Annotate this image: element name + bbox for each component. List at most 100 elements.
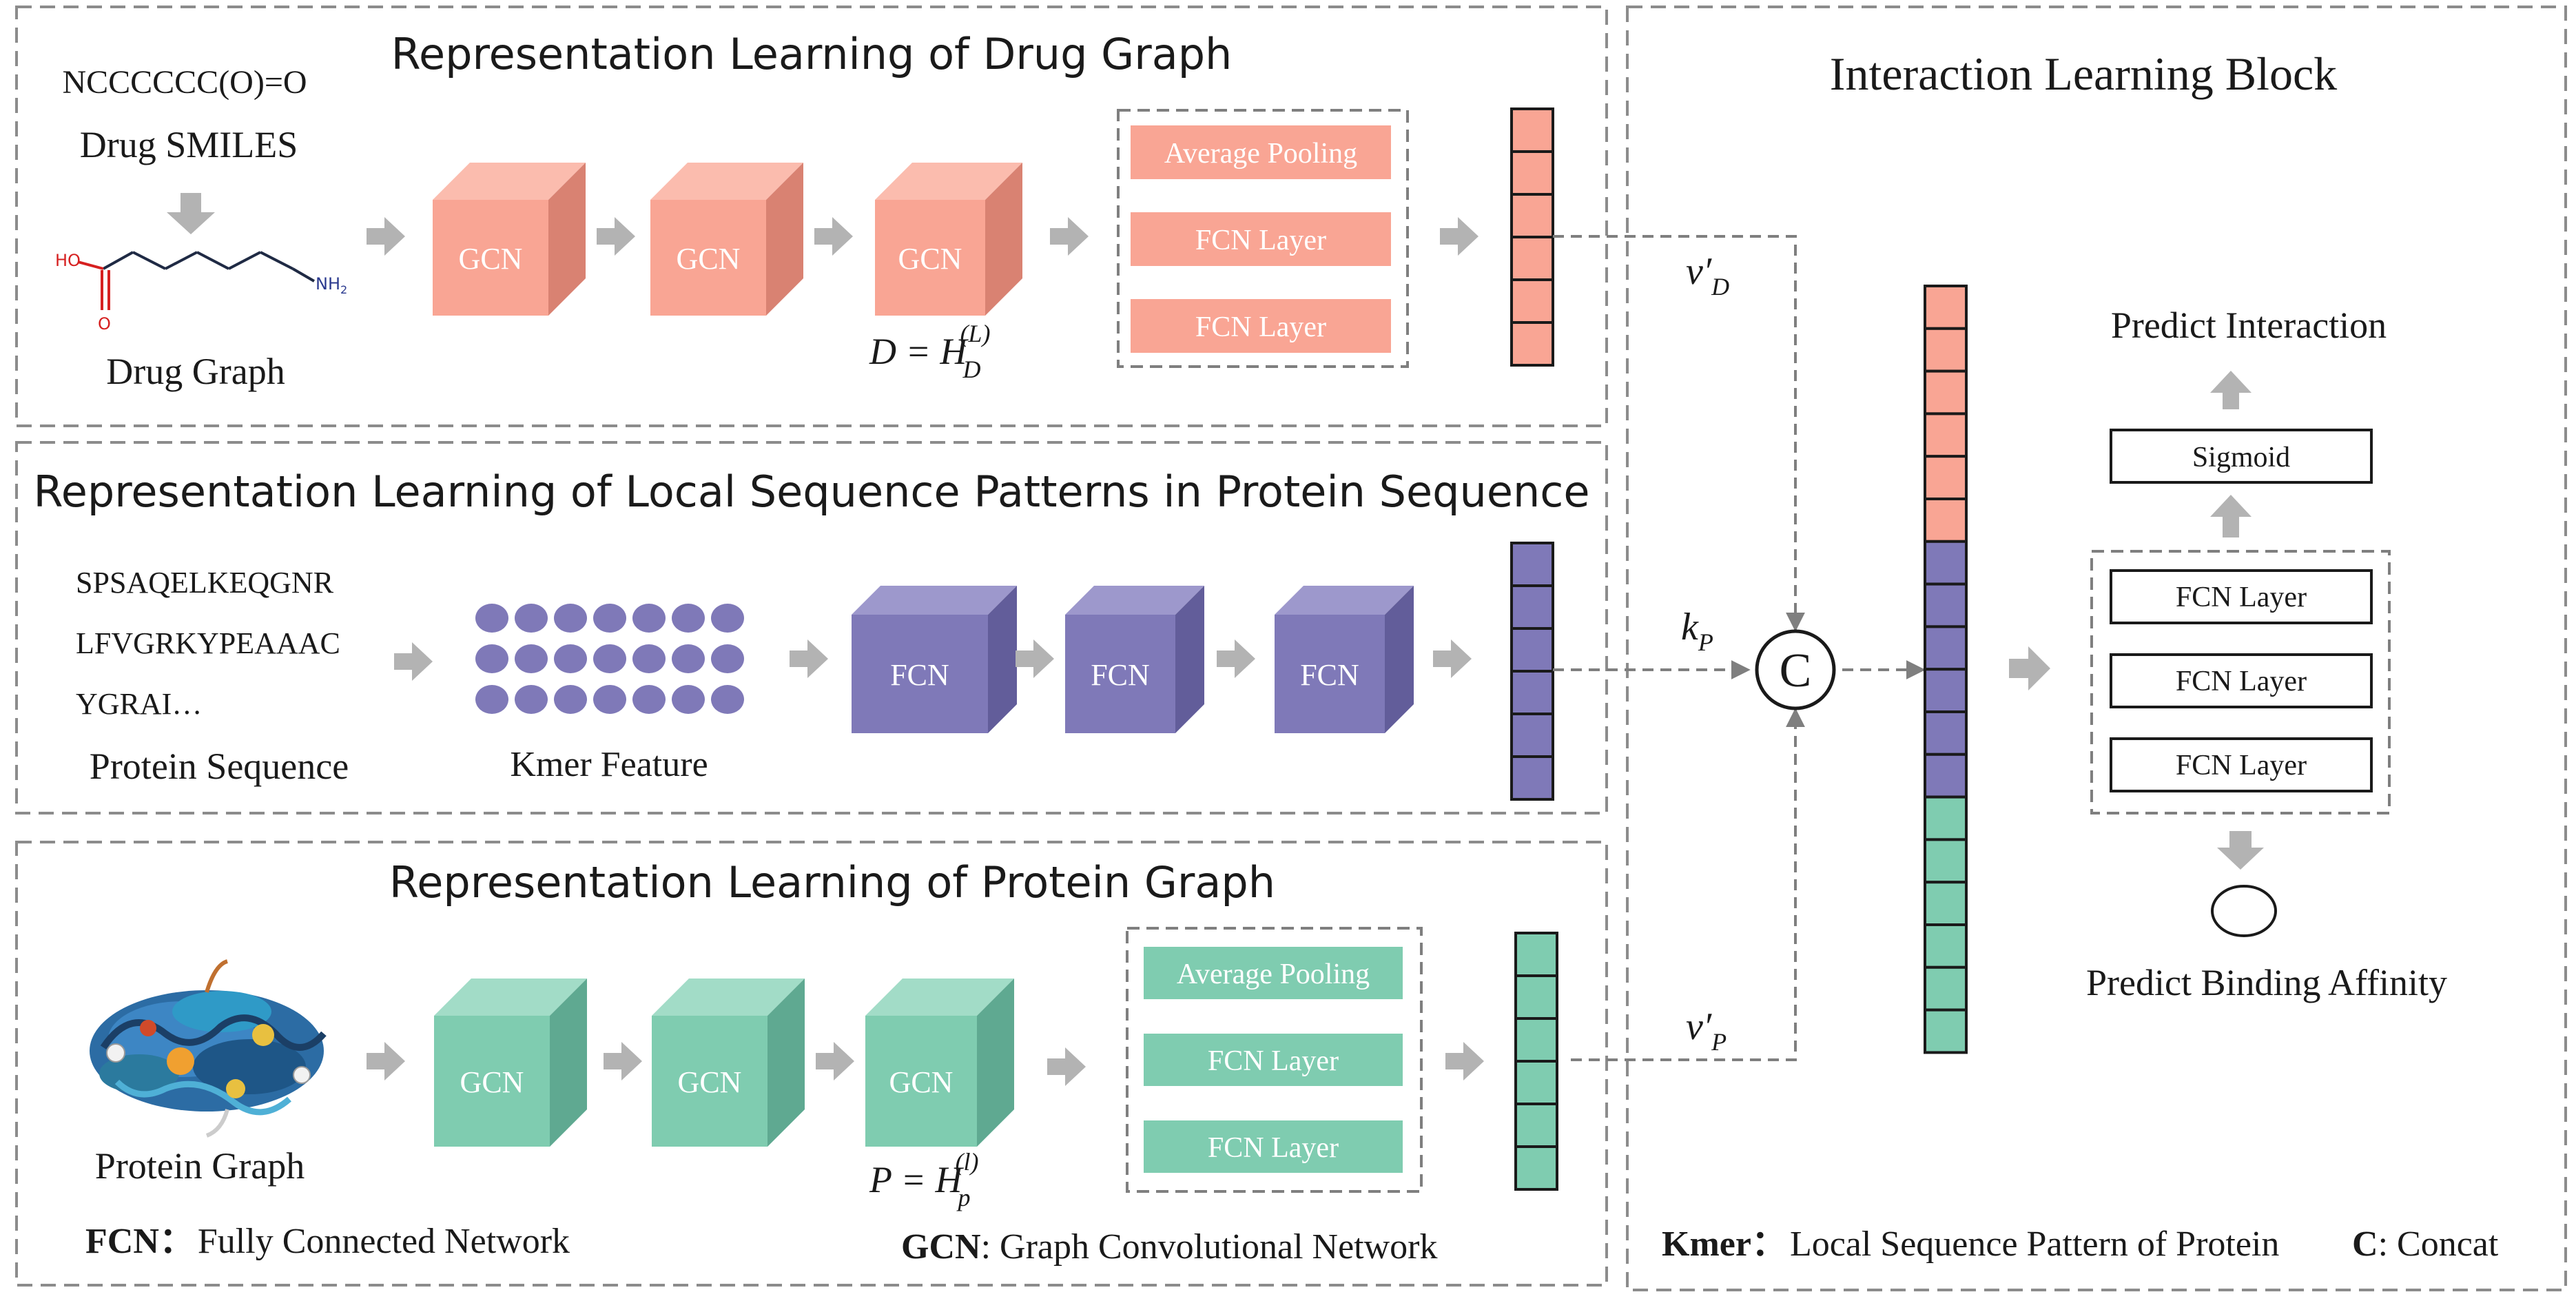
sigmoid-label: Sigmoid xyxy=(2192,442,2290,473)
layer-label: FCN Layer xyxy=(1195,225,1326,256)
kmer-dot xyxy=(515,604,548,633)
block-label: GCN xyxy=(898,242,962,276)
protein-panel-title: Representation Learning of Protein Graph xyxy=(389,857,1275,908)
vector-cell xyxy=(1924,838,1968,884)
layer-label: FCN Layer xyxy=(2176,750,2307,781)
down-arrow-icon xyxy=(167,193,215,234)
gcn-block: GCN xyxy=(433,163,586,316)
layer-label: FCN Layer xyxy=(2176,666,2307,697)
predict-interaction-label: Predict Interaction xyxy=(2111,305,2387,346)
vector-cell xyxy=(1514,1017,1558,1063)
sequence-line-2: LFVGRKYPEAAAC xyxy=(76,626,340,660)
layer-label: FCN Layer xyxy=(1195,311,1326,343)
interaction-panel-title: Interaction Learning Block xyxy=(1830,48,2337,100)
block-label: GCN xyxy=(677,242,741,276)
vector-cell xyxy=(1510,584,1554,630)
drug-feature-vector xyxy=(1510,107,1554,367)
legend-fcn: FCN：Fully Connected Network xyxy=(85,1222,570,1261)
drug-smiles-label: Drug SMILES xyxy=(80,124,298,165)
vector-cell xyxy=(1514,974,1558,1020)
vector-cell xyxy=(1924,369,1968,416)
layer-label: FCN Layer xyxy=(2176,582,2307,613)
kmer-dot xyxy=(593,685,626,714)
block-label: GCN xyxy=(889,1065,954,1099)
vector-cell xyxy=(1924,582,1968,628)
block-label: GCN xyxy=(460,1065,524,1099)
vector-cell xyxy=(1514,932,1558,977)
sequence-line-3: YGRAI… xyxy=(76,687,202,721)
average-pooling-layer xyxy=(1144,947,1403,999)
vector-cell xyxy=(1510,670,1554,715)
vector-cell xyxy=(1924,498,1968,543)
kmer-dot xyxy=(554,644,587,673)
layer-label: FCN Layer xyxy=(1208,1132,1339,1164)
right-arrow-icon xyxy=(814,217,853,256)
fcn-layer xyxy=(1131,212,1391,266)
vector-cell xyxy=(1510,321,1554,367)
vector-cell xyxy=(1924,795,1968,841)
kmer-dot xyxy=(515,644,548,673)
drug-feature-label: v′D xyxy=(1686,250,1729,300)
vector-cell xyxy=(1510,755,1554,801)
kmer-dot xyxy=(475,644,508,673)
kmer-dot xyxy=(632,644,666,673)
right-arrow-icon xyxy=(1217,639,1255,678)
protein-pooling-box xyxy=(1126,927,1423,1193)
vector-cell xyxy=(1510,278,1554,324)
right-arrow-icon xyxy=(604,1042,642,1080)
concat-operator xyxy=(1755,629,1836,710)
up-arrow-icon xyxy=(2210,371,2252,409)
kmer-dot xyxy=(672,685,705,714)
right-arrow-icon xyxy=(816,1042,854,1080)
sigmoid-layer xyxy=(2110,429,2373,484)
kmer-feature-label: Kmer Feature xyxy=(510,745,708,784)
sequence-feature-vector xyxy=(1510,542,1554,801)
vector-cell xyxy=(1924,540,1968,586)
vector-cell xyxy=(1924,923,1968,969)
right-arrow-icon xyxy=(394,642,433,681)
gcn-block: GCN xyxy=(875,163,1022,316)
sequence-line-1: SPSAQELKEQGNR xyxy=(76,566,334,600)
vector-cell xyxy=(1510,236,1554,281)
block-label: GCN xyxy=(459,242,523,276)
vector-cell xyxy=(1510,193,1554,238)
right-arrow-icon xyxy=(790,639,828,678)
protein-structure-image xyxy=(90,959,327,1138)
vector-cell xyxy=(1510,627,1554,673)
vector-cell xyxy=(1510,542,1554,587)
fcn-layer xyxy=(1144,1034,1403,1086)
fcn-layer xyxy=(2110,653,2373,708)
protein-graph-label: Protein Graph xyxy=(95,1145,305,1187)
predict-affinity-label: Predict Binding Affinity xyxy=(2086,962,2447,1003)
protein-feature-label: v′P xyxy=(1686,1005,1727,1056)
kmer-dot xyxy=(672,604,705,633)
protein-feature-vector xyxy=(1514,932,1558,1191)
legend-kmer: Kmer：Local Sequence Pattern of Protein xyxy=(1662,1225,2279,1264)
kmer-dot xyxy=(711,644,744,673)
protein-sequence-label: Protein Sequence xyxy=(90,746,349,787)
legend-gcn: GCN: Graph Convolutional Network xyxy=(901,1227,1437,1267)
fcn-layer xyxy=(2110,737,2373,792)
vector-cell xyxy=(1924,710,1968,756)
interaction-panel-frame xyxy=(1626,6,2567,1291)
kmer-dot xyxy=(554,604,587,633)
drug-smiles: NCCCCCC(O)=O xyxy=(62,64,307,101)
fcn-block: FCN xyxy=(1275,586,1414,733)
kmer-dot xyxy=(475,604,508,633)
vector-cell xyxy=(1510,713,1554,758)
vector-cell xyxy=(1924,965,1968,1012)
kmer-dot xyxy=(475,685,508,714)
gcn-block: GCN xyxy=(652,979,805,1147)
legend-concat: C: Concat xyxy=(2352,1225,2499,1264)
concatenated-feature-vector xyxy=(1924,285,1968,1054)
drug-output-equation: D = HD(L) xyxy=(869,320,990,383)
block-label: FCN xyxy=(1300,658,1359,692)
vector-cell xyxy=(1924,455,1968,501)
drug-panel-frame xyxy=(15,6,1608,427)
vector-cell xyxy=(1924,285,1968,330)
affinity-output-node xyxy=(2211,885,2277,937)
vector-cell xyxy=(1514,1145,1558,1191)
gcn-block: GCN xyxy=(434,979,587,1147)
kmer-dot xyxy=(672,644,705,673)
